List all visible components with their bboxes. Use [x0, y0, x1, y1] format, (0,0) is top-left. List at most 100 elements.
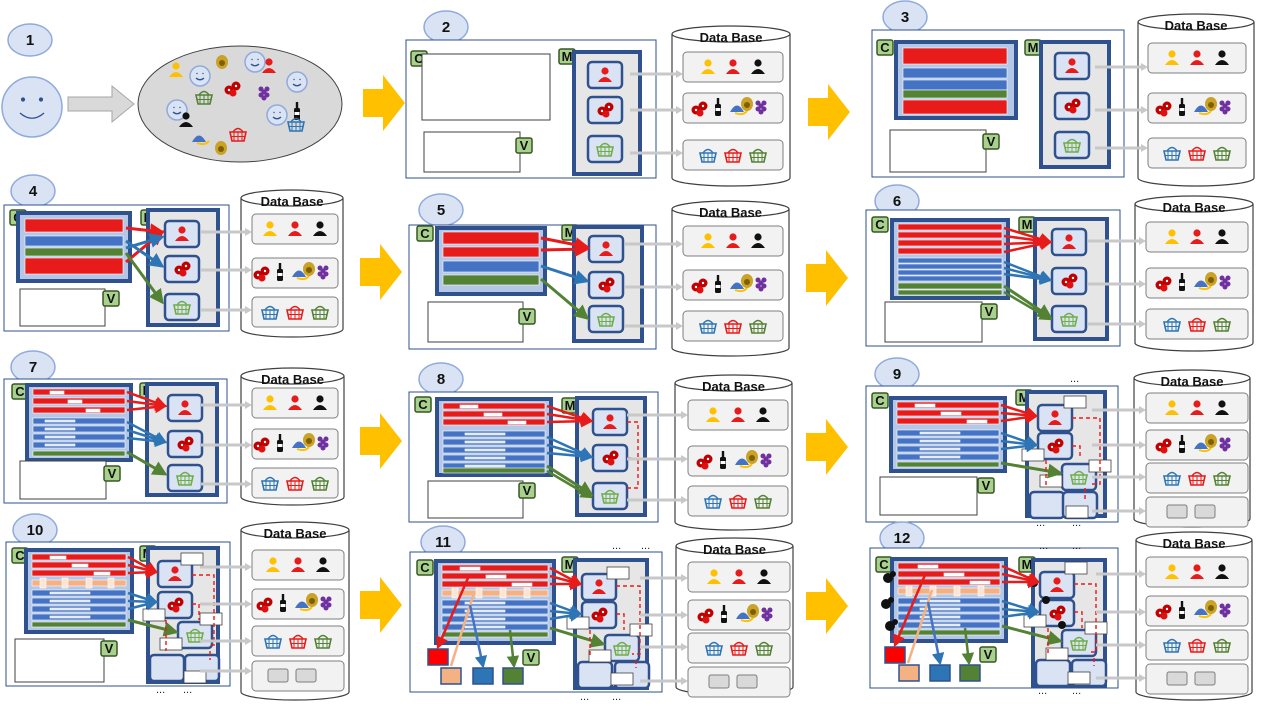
hat-icon [1194, 608, 1212, 619]
field [507, 420, 527, 425]
component-tag [416, 559, 434, 576]
view-frame [423, 131, 521, 173]
record-icon [708, 674, 730, 689]
basket-icon [261, 476, 279, 491]
flow-arrow [893, 574, 927, 648]
controller-bar [24, 218, 124, 233]
fruit-icon [224, 81, 241, 97]
hat-icon [736, 612, 754, 623]
fruit-icon [256, 597, 273, 613]
avocado-icon [1205, 600, 1217, 614]
basket-icon [755, 641, 773, 656]
fruit-icon [1061, 273, 1078, 289]
basket-icon [261, 305, 279, 320]
message-box [1067, 671, 1091, 685]
db-link-arrowhead [1139, 406, 1146, 414]
transition-arrow [806, 250, 848, 306]
field [44, 419, 76, 423]
fruit-icon [1049, 605, 1066, 621]
model-entity [163, 219, 201, 249]
record-icon [267, 668, 289, 683]
database-title: Data Base [703, 542, 766, 557]
component-tag [518, 308, 536, 325]
hat-icon [192, 135, 210, 146]
event-icon [1042, 596, 1050, 604]
user-icon [731, 407, 745, 422]
controller-bar [896, 461, 1000, 468]
component-tag [871, 392, 889, 409]
avocado-icon [306, 593, 318, 607]
controller-bar [897, 275, 1003, 282]
controller-bar [442, 260, 540, 273]
user-icon [1215, 229, 1229, 244]
db-link-arrowhead [1141, 144, 1148, 152]
ellipsis: ... [612, 691, 621, 703]
database-title: Data Base [1165, 18, 1228, 33]
field [464, 601, 506, 605]
field [464, 617, 506, 621]
field [905, 585, 913, 597]
component-tag [414, 396, 432, 413]
message-box [1045, 647, 1069, 661]
db-link-arrowhead [245, 637, 252, 645]
field [44, 427, 76, 431]
basket-icon [749, 319, 767, 334]
field [943, 572, 965, 577]
database-table [682, 225, 784, 257]
step-number: 11 [435, 534, 451, 551]
view-widget-red [884, 646, 906, 664]
database-table [1145, 392, 1249, 424]
component-tag [102, 290, 120, 307]
hat-icon [1194, 280, 1212, 291]
user-icon [1190, 50, 1204, 65]
view-label: V [520, 138, 529, 153]
smiley-icon [266, 104, 288, 126]
database-table [1145, 556, 1249, 588]
db-link-arrowhead [681, 455, 688, 463]
user-icon [726, 59, 740, 74]
field [914, 403, 936, 408]
user-icon [313, 221, 327, 236]
user-icon [179, 112, 193, 127]
fruit-icon [174, 261, 191, 277]
db-link-arrowhead [1139, 237, 1146, 245]
view-widget-red [427, 648, 449, 666]
user-icon [1215, 50, 1229, 65]
user-icon [599, 241, 613, 256]
flow-arrow [126, 450, 168, 476]
component-tag [871, 216, 889, 233]
model-entity [591, 407, 629, 437]
controller-bar [31, 621, 127, 628]
database-table [1147, 42, 1247, 74]
record-icon [1166, 504, 1188, 519]
grape-icon [317, 265, 329, 280]
database-title: Data Base [1163, 536, 1226, 551]
controller-bar [897, 578, 1001, 586]
basket-icon [1163, 638, 1181, 653]
basket-icon [1213, 146, 1231, 161]
message-box [606, 566, 630, 580]
event-icon [890, 571, 896, 577]
view-label: V [984, 647, 993, 662]
user-icon [262, 58, 276, 73]
user-icon [592, 579, 606, 594]
model-label: M [565, 557, 576, 572]
controller-label: C [875, 217, 885, 232]
step-number: 4 [29, 183, 38, 200]
record-icon [736, 674, 758, 689]
avocado-icon [1205, 97, 1217, 111]
field [523, 587, 531, 599]
field [44, 435, 76, 439]
db-link-arrowhead [676, 322, 683, 330]
component-tag [977, 477, 995, 494]
fruit-icon [1155, 604, 1172, 620]
message-box [1023, 614, 1047, 628]
field [107, 577, 115, 589]
user-icon [1190, 229, 1204, 244]
database-table [251, 549, 345, 581]
user-icon [757, 569, 771, 584]
bottle-icon [1179, 435, 1185, 453]
basket-icon [699, 319, 717, 334]
step-number: 6 [893, 193, 901, 210]
database-title: Data Base [699, 205, 762, 220]
